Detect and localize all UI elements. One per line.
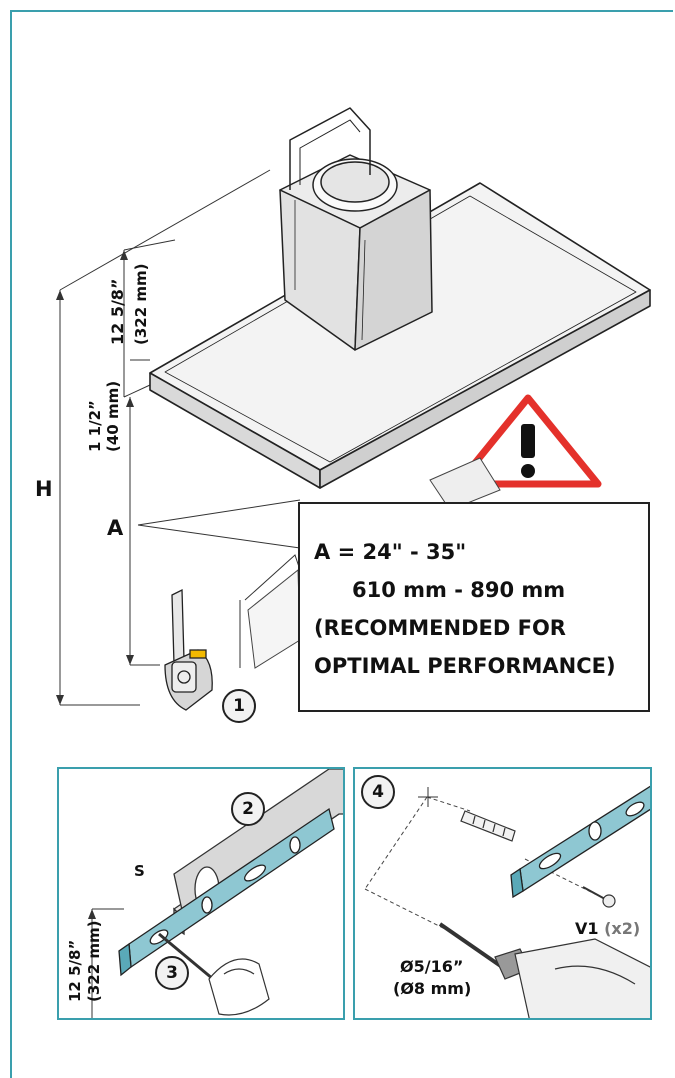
callout-line-1: A = 24" - 35" (314, 540, 467, 564)
h-label: H (35, 477, 53, 501)
bracket-s-label: S (134, 862, 145, 880)
screw-label: V1 (x2) (575, 919, 640, 938)
top-height-label: 12 5/8” (108, 278, 127, 345)
step-number-3: 3 (155, 956, 189, 990)
bracket-level-illustration (88, 769, 343, 1018)
callout-line-3: (RECOMMENDED FOR (314, 616, 566, 640)
screw-name: V1 (575, 919, 599, 938)
page-frame (10, 10, 673, 1078)
distance-callout: A = 24" - 35" 610 mm - 890 mm (RECOMMEND… (298, 502, 650, 712)
a-label: A (107, 516, 124, 540)
gap-mm-label: (40 mm) (104, 380, 122, 452)
panel-drill-fix: 4 V1 (x2) Ø5/16” (Ø8 mm) (353, 767, 652, 1020)
panel-height-label: 12 5/8” (66, 939, 84, 1002)
panel-height-mm-label: (322 mm) (85, 920, 103, 1002)
step-number-4: 4 (361, 775, 395, 809)
callout-line-2: 610 mm - 890 mm (352, 578, 566, 602)
drill-size-mm-label: (Ø8 mm) (393, 979, 472, 998)
panel-mark-bracket: 2 3 S 12 5/8” (322 mm) (57, 767, 345, 1020)
drill-size-label: Ø5/16” (400, 957, 464, 976)
step-number-1: 1 (222, 689, 256, 723)
top-height-mm-label: (322 mm) (132, 263, 150, 345)
drill-illustration (364, 785, 650, 1018)
screw-quantity: (x2) (604, 919, 641, 938)
step-number-2: 2 (231, 792, 265, 826)
callout-line-4: OPTIMAL PERFORMANCE) (314, 654, 616, 678)
tape-measure-icon (164, 588, 213, 711)
warning-icon (454, 394, 602, 488)
gap-label: 1 1/2” (86, 400, 104, 452)
